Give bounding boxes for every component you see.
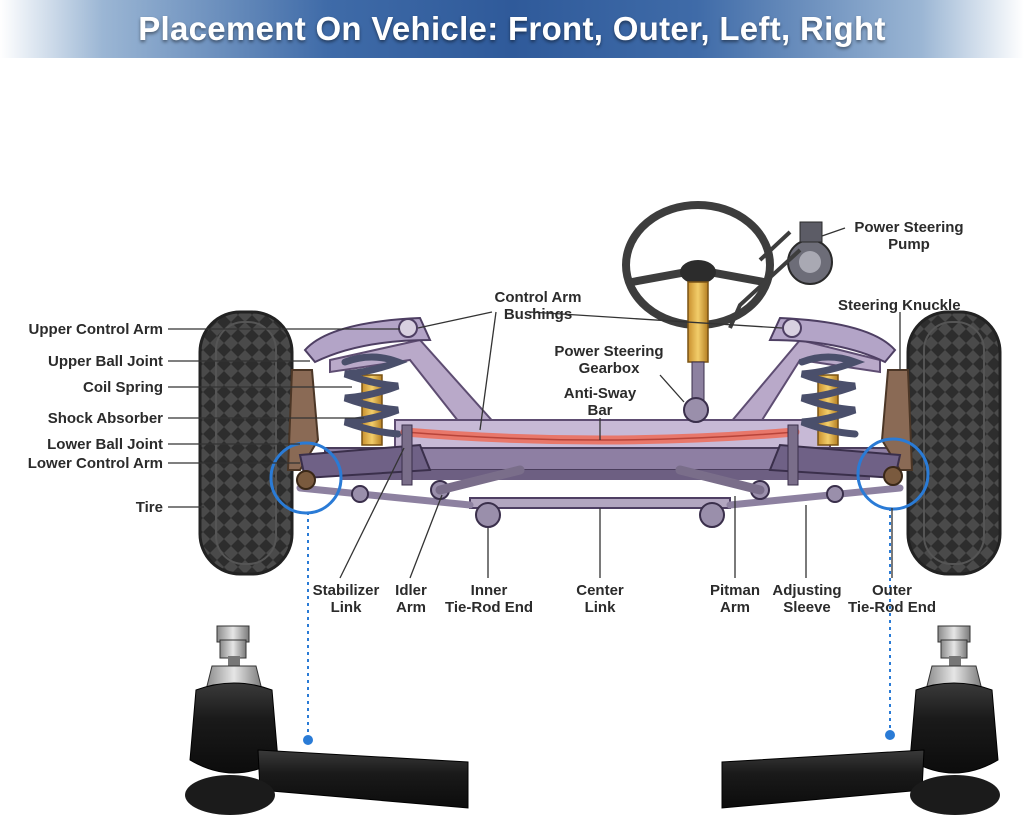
label-tire: Tire xyxy=(135,499,163,516)
label-inner-tie-rod-end-line2: Tie-Rod End xyxy=(444,599,534,616)
label-power-steering-gearbox-line1: Power Steering xyxy=(554,343,664,360)
label-idler-arm-line1: Idler xyxy=(395,582,427,599)
label-pitman-arm: Pitman Arm xyxy=(704,582,766,616)
label-control-arm-bushings: Control Arm Bushings xyxy=(478,289,598,323)
label-stabilizer-link-line1: Stabilizer xyxy=(312,582,380,599)
tie-rod-end-right xyxy=(721,625,1000,815)
label-outer-tie-rod-end-line2: Tie-Rod End xyxy=(847,599,937,616)
label-control-arm-bushings-line2: Bushings xyxy=(503,306,573,323)
label-center-link: Center Link xyxy=(568,582,632,616)
right-tire xyxy=(906,310,1002,576)
label-control-arm-bushings-line1: Control Arm xyxy=(494,289,582,306)
idler-arm xyxy=(435,465,525,495)
label-idler-arm-line2: Arm xyxy=(395,599,426,616)
label-adjusting-sleeve: Adjusting Sleeve xyxy=(768,582,846,616)
label-coil-spring: Coil Spring xyxy=(83,379,163,396)
label-center-link-line2: Link xyxy=(584,599,616,616)
label-pitman-arm-line2: Arm xyxy=(719,599,750,616)
label-shock-absorber: Shock Absorber xyxy=(47,410,163,427)
left-tire xyxy=(198,310,294,576)
label-idler-arm: Idler Arm xyxy=(386,582,436,616)
label-stabilizer-link: Stabilizer Link xyxy=(304,582,388,616)
label-power-steering-pump-line2: Pump xyxy=(888,236,930,253)
label-steering-knuckle: Steering Knuckle xyxy=(838,297,961,314)
power-steering-pump xyxy=(728,221,833,329)
label-power-steering-gearbox-line2: Gearbox xyxy=(578,360,640,377)
steering-column xyxy=(683,281,709,423)
label-stabilizer-link-line2: Link xyxy=(330,599,362,616)
tie-rod-right xyxy=(726,484,904,509)
label-inner-tie-rod-end-line1: Inner xyxy=(470,582,508,599)
label-outer-tie-rod-end: Outer Tie-Rod End xyxy=(842,582,942,616)
title-banner: Placement On Vehicle: Front, Outer, Left… xyxy=(0,0,1024,58)
center-link xyxy=(469,497,731,509)
label-power-steering-pump-line1: Power Steering xyxy=(854,219,964,236)
label-upper-control-arm: Upper Control Arm xyxy=(28,321,163,338)
label-center-link-line1: Center xyxy=(576,582,624,599)
outer-tie-rod-highlight-right xyxy=(856,437,930,511)
label-adjusting-sleeve-line1: Adjusting xyxy=(772,582,842,599)
label-adjusting-sleeve-line2: Sleeve xyxy=(783,599,831,616)
label-lower-control-arm: Lower Control Arm xyxy=(27,455,163,472)
label-inner-tie-rod-end: Inner Tie-Rod End xyxy=(440,582,538,616)
pitman-arm xyxy=(675,465,765,495)
label-power-steering-pump: Power Steering Pump xyxy=(848,219,970,253)
label-anti-sway-bar-line1: Anti-Sway xyxy=(563,385,637,402)
coil-spring-left xyxy=(341,353,408,446)
leader-lines xyxy=(168,227,901,579)
upper-control-arm-right xyxy=(768,316,897,364)
tie-rod-left xyxy=(296,484,474,509)
label-anti-sway-bar-line2: Bar xyxy=(587,402,613,419)
label-lower-ball-joint: Lower Ball Joint xyxy=(47,436,163,453)
label-anti-sway-bar: Anti-Sway Bar xyxy=(550,385,650,419)
coil-spring-right xyxy=(798,353,866,446)
label-outer-tie-rod-end-line1: Outer xyxy=(871,582,912,599)
label-pitman-arm-line1: Pitman xyxy=(709,582,760,599)
label-upper-ball-joint: Upper Ball Joint xyxy=(47,353,163,370)
outer-tie-rod-highlight-left xyxy=(269,441,343,515)
label-power-steering-gearbox: Power Steering Gearbox xyxy=(548,343,670,377)
tie-rod-end-left xyxy=(185,625,469,815)
banner-title: Placement On Vehicle: Front, Outer, Left… xyxy=(138,10,886,47)
